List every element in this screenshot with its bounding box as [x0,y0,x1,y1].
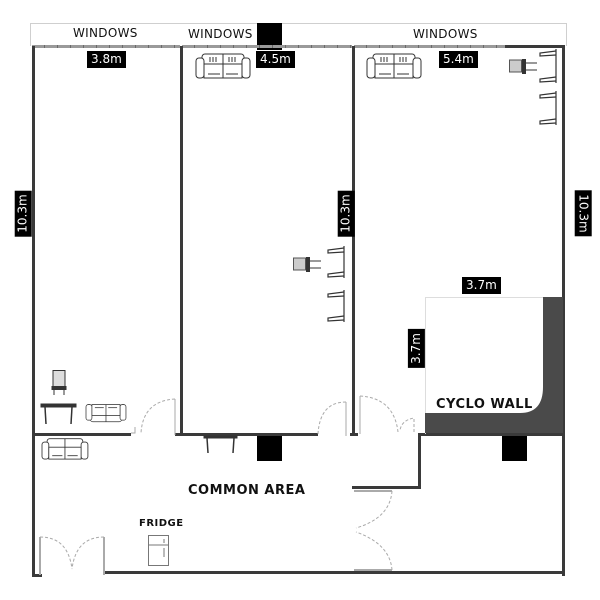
cyclo-wall-label: CYCLO WALL [436,397,533,412]
sofa-icon-room-3 [366,53,422,79]
outer-wall-right [562,46,565,576]
step-wall-horizontal [352,486,421,489]
room-2-bottom-wall [183,433,318,436]
room-1-door-jamb [175,433,183,436]
partition-wall-1 [180,46,183,436]
room-2-length-badge: 10.3m [337,190,355,237]
room-1-width-badge: 3.8m [87,51,126,68]
room-3-bottom-wall [418,433,565,436]
room-2-width-badge: 4.5m [256,51,295,68]
table-icon-common [203,435,238,454]
door-swing-icon-room-3 [359,395,415,434]
room-3-width-badge: 5.4m [439,51,478,68]
table-icon [40,403,77,425]
step-wall-vertical [418,433,421,489]
window-line-1 [32,45,180,48]
window-label-room-1: WINDOWS [73,26,138,40]
light-stand-icon-room-3-b [539,91,557,125]
outer-wall-top-right [505,45,565,48]
common-area-label: COMMON AREA [188,483,306,498]
light-stand-icon-room-3-a [539,49,557,83]
outer-wall-bottom-left [32,574,42,577]
sofa-icon-common [41,438,89,460]
window-label-room-3: WINDOWS [413,27,478,41]
studio-light-icon-room-2 [293,257,321,272]
outer-wall-left [32,46,35,576]
light-stand-icon-room-2-a [327,246,345,278]
room-3-door-jamb [350,433,358,436]
partition-wall-2 [352,46,355,436]
door-swing-icon-common-right [354,490,393,571]
pillar-room-3 [502,436,527,461]
fridge-label: FRIDGE [139,518,184,529]
pillar-room-2 [257,436,282,461]
fridge-icon [148,535,169,566]
cyclo-width-badge: 3.7m [462,277,501,294]
studio-light-icon-room-3 [509,59,537,74]
cyclo-wall-shape [425,297,563,433]
sofa-icon-room-2 [195,53,251,79]
window-band [30,23,567,46]
door-swing-icon-room-1 [131,398,176,435]
room-3-length-badge: 10.3m [574,190,592,237]
room-1-length-badge: 10.3m [14,190,32,237]
light-stand-icon-room-2-b [327,290,345,322]
cyclo-depth-badge: 3.7m [407,329,425,368]
cyclo-wall-floor [425,297,554,434]
window-label-room-2: WINDOWS [188,27,253,41]
outer-wall-bottom [104,571,565,574]
window-line-2 [182,45,352,48]
sofa-icon-room-1 [85,404,127,423]
room-1-bottom-wall [35,433,131,436]
door-swing-icon-room-2 [317,401,347,436]
window-line-3 [354,45,506,48]
door-swing-icon-common-left [39,536,105,575]
chair-icon [51,370,67,395]
